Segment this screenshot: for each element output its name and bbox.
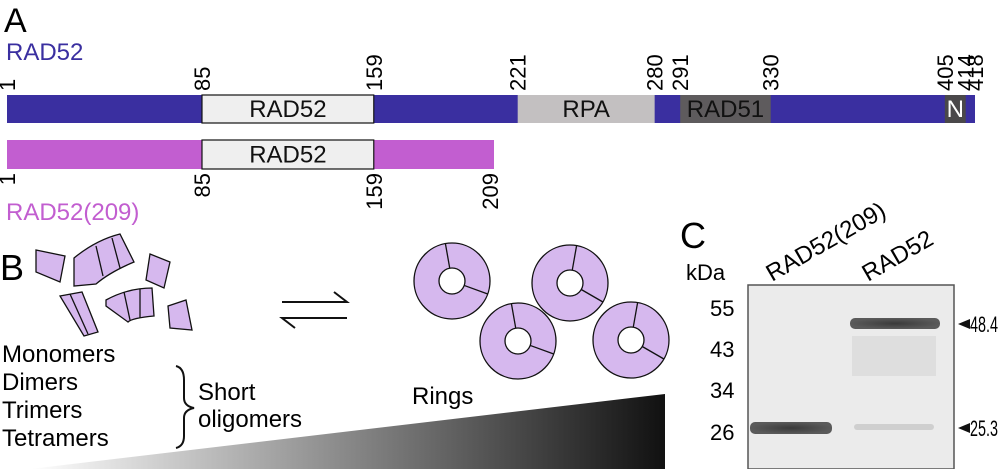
ring-segment-divider bbox=[571, 245, 578, 271]
full-domain-rad52 bbox=[201, 94, 375, 124]
rad52-209-name: RAD52(209) bbox=[6, 199, 139, 226]
rad52-full-bar: RAD52 RPA RAD51 N bbox=[7, 94, 975, 124]
rings-label: Rings bbox=[412, 383, 473, 410]
ring bbox=[413, 242, 491, 320]
trimer-fragment bbox=[73, 233, 135, 287]
ring-segment-divider bbox=[632, 302, 639, 328]
short-oligomer-fragments bbox=[35, 233, 193, 337]
marker-55: 55 bbox=[710, 296, 734, 321]
oligomer-brace bbox=[175, 365, 195, 449]
marker-34: 34 bbox=[710, 378, 734, 403]
monomer-fragment bbox=[167, 299, 193, 331]
monomer-fragment bbox=[35, 249, 66, 283]
full-domain-label-rpa: RPA bbox=[562, 96, 610, 123]
lane-label-rad52: RAD52 bbox=[858, 225, 939, 287]
full-tick-405: 405 bbox=[933, 54, 958, 91]
full-domain-rad51 bbox=[680, 95, 771, 123]
tetramer-fragment bbox=[105, 287, 155, 323]
full-tick-414: 414 bbox=[954, 54, 979, 91]
truncated-bar-tick-labels: 1 85 159 209 bbox=[0, 173, 503, 210]
rad52-rings bbox=[413, 242, 670, 380]
panel-a-letter: A bbox=[4, 2, 27, 40]
ring-segment-divider bbox=[641, 345, 665, 360]
kda-label: kDa bbox=[686, 260, 726, 285]
full-domain-rpa bbox=[517, 95, 655, 123]
full-tick-418: 418 bbox=[963, 54, 988, 91]
truncated-tick-85: 85 bbox=[190, 173, 215, 197]
ring bbox=[592, 301, 670, 379]
fragment-dividers bbox=[69, 237, 141, 335]
full-domain-n bbox=[944, 95, 966, 123]
ring bbox=[531, 244, 609, 322]
panel-b-letter: B bbox=[0, 247, 24, 288]
monomer-fragment bbox=[145, 253, 171, 289]
concentration-wedge bbox=[30, 394, 665, 469]
full-tick-85: 85 bbox=[190, 67, 215, 91]
state-dimers: Dimers bbox=[2, 369, 78, 396]
ring-segment-divider bbox=[463, 284, 488, 295]
oligomer-state-list: Monomers Dimers Trimers Tetramers bbox=[2, 341, 115, 452]
short-oligomers-label-line1: Short bbox=[198, 379, 256, 406]
marker-43: 43 bbox=[710, 337, 734, 362]
equilibrium-arrows bbox=[279, 291, 350, 329]
band-rad52-faint bbox=[854, 424, 934, 430]
truncated-tick-159: 159 bbox=[362, 173, 387, 210]
panel-c-letter: C bbox=[680, 215, 706, 256]
band-label-25-3: 25.3 bbox=[970, 416, 998, 441]
full-domain-label-rad51: RAD51 bbox=[687, 96, 764, 123]
gel bbox=[747, 284, 955, 469]
full-tick-291: 291 bbox=[668, 54, 693, 91]
state-tetramers: Tetramers bbox=[2, 425, 109, 452]
state-monomers: Monomers bbox=[2, 341, 115, 368]
ring-segment-divider bbox=[510, 303, 517, 329]
ring-segment-divider bbox=[529, 344, 554, 355]
ring-segment-divider bbox=[444, 243, 451, 269]
rad52-full-name: RAD52 bbox=[6, 39, 83, 66]
full-tick-221: 221 bbox=[506, 54, 531, 91]
full-domain-label-n: N bbox=[947, 96, 964, 123]
state-trimers: Trimers bbox=[2, 397, 82, 424]
short-oligomers-label-line2: oligomers bbox=[198, 406, 302, 433]
marker-26: 26 bbox=[710, 420, 734, 445]
truncated-domain-rad52 bbox=[201, 139, 375, 170]
band-rad52-209 bbox=[750, 422, 832, 434]
band-rad52-full bbox=[850, 318, 940, 329]
arrowhead-48-4 bbox=[958, 319, 970, 329]
truncated-domain-label-rad52: RAD52 bbox=[249, 142, 326, 169]
truncated-tick-1: 1 bbox=[0, 173, 20, 185]
full-tick-1: 1 bbox=[0, 79, 20, 91]
rad52-full-bar-body bbox=[7, 95, 975, 123]
band-label-48-4: 48.4 bbox=[970, 312, 998, 337]
full-domain-label-rad52: RAD52 bbox=[249, 96, 326, 123]
full-tick-330: 330 bbox=[759, 54, 784, 91]
arrowhead-25-3 bbox=[958, 423, 970, 433]
gel-lane-haze bbox=[852, 336, 936, 376]
full-tick-280: 280 bbox=[643, 54, 668, 91]
ring-segment-divider bbox=[580, 288, 604, 303]
full-tick-159: 159 bbox=[362, 54, 387, 91]
rad52-209-bar: RAD52 bbox=[7, 139, 494, 170]
truncated-tick-209: 209 bbox=[478, 173, 503, 210]
ring bbox=[479, 302, 557, 380]
